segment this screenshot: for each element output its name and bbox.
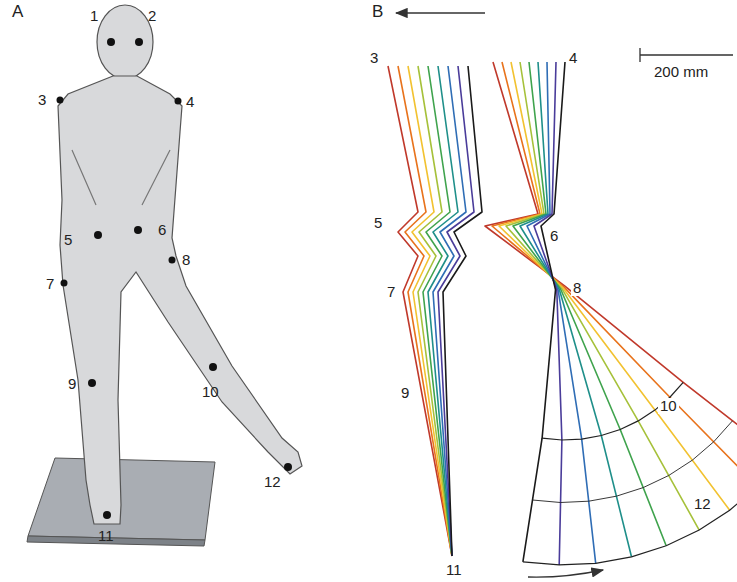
callout-number: 9 bbox=[66, 376, 78, 392]
callout-number: 7 bbox=[385, 284, 397, 300]
callout-number: 5 bbox=[62, 232, 74, 248]
callout-number: 12 bbox=[692, 496, 713, 512]
callout-number: 1 bbox=[88, 8, 100, 24]
callout-number: 11 bbox=[444, 562, 464, 578]
panel-letter: B bbox=[370, 4, 385, 20]
callout-number: 3 bbox=[36, 92, 48, 108]
direction-arrow bbox=[528, 570, 603, 577]
direction-arrow bbox=[396, 12, 485, 13]
callout-number: 4 bbox=[184, 94, 196, 110]
callout-number: 8 bbox=[571, 280, 583, 296]
stick-line bbox=[520, 62, 632, 557]
stick-figure-sequence bbox=[388, 62, 737, 565]
callout-number: 10 bbox=[658, 398, 679, 414]
stick-line bbox=[492, 62, 737, 487]
callout-number: 3 bbox=[368, 50, 380, 66]
body-silhouette bbox=[58, 5, 302, 524]
callout-number: 6 bbox=[548, 228, 560, 244]
callout-number: 4 bbox=[567, 50, 579, 66]
stick-line bbox=[443, 66, 482, 556]
stick-line bbox=[534, 62, 562, 565]
callout-number: 10 bbox=[200, 384, 221, 400]
marker-dots bbox=[57, 38, 293, 519]
callout-number: 2 bbox=[146, 8, 158, 24]
stick-line bbox=[523, 62, 565, 562]
trajectory-arc bbox=[523, 459, 737, 565]
panel-letter: A bbox=[10, 4, 25, 20]
callout-number: 11 bbox=[96, 528, 116, 544]
scale-bar bbox=[640, 48, 733, 62]
stick-line bbox=[506, 62, 699, 530]
callout-number: 5 bbox=[372, 215, 384, 231]
stick-line bbox=[388, 66, 452, 556]
trajectory-arc bbox=[542, 382, 683, 440]
callout-number: 7 bbox=[44, 276, 56, 292]
stick-line bbox=[499, 62, 730, 510]
trajectory-arc bbox=[533, 421, 733, 503]
callout-number: 6 bbox=[156, 222, 168, 238]
callout-number: 8 bbox=[180, 252, 192, 268]
callout-number: 9 bbox=[399, 385, 411, 401]
scale-label: 200 mm bbox=[652, 64, 710, 80]
callout-number: 12 bbox=[262, 474, 283, 490]
